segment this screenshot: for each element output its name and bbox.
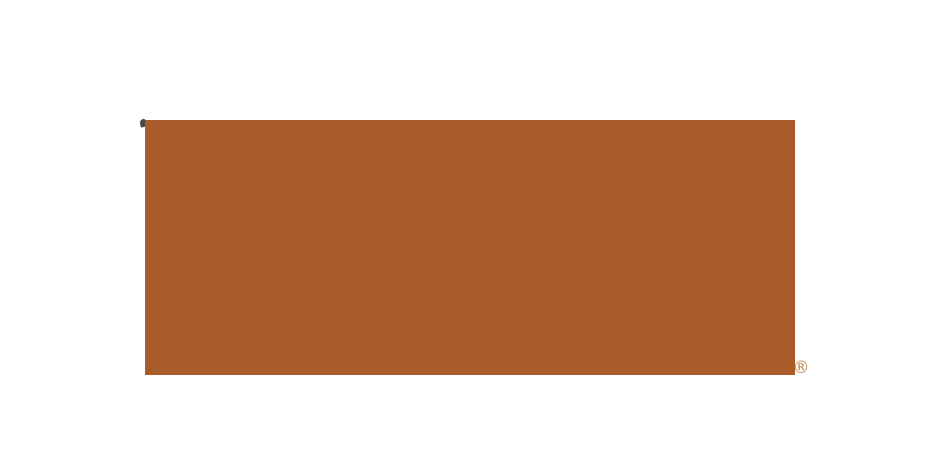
registered-trademark-icon: ® [792, 358, 810, 378]
orange-color-block [145, 120, 795, 375]
